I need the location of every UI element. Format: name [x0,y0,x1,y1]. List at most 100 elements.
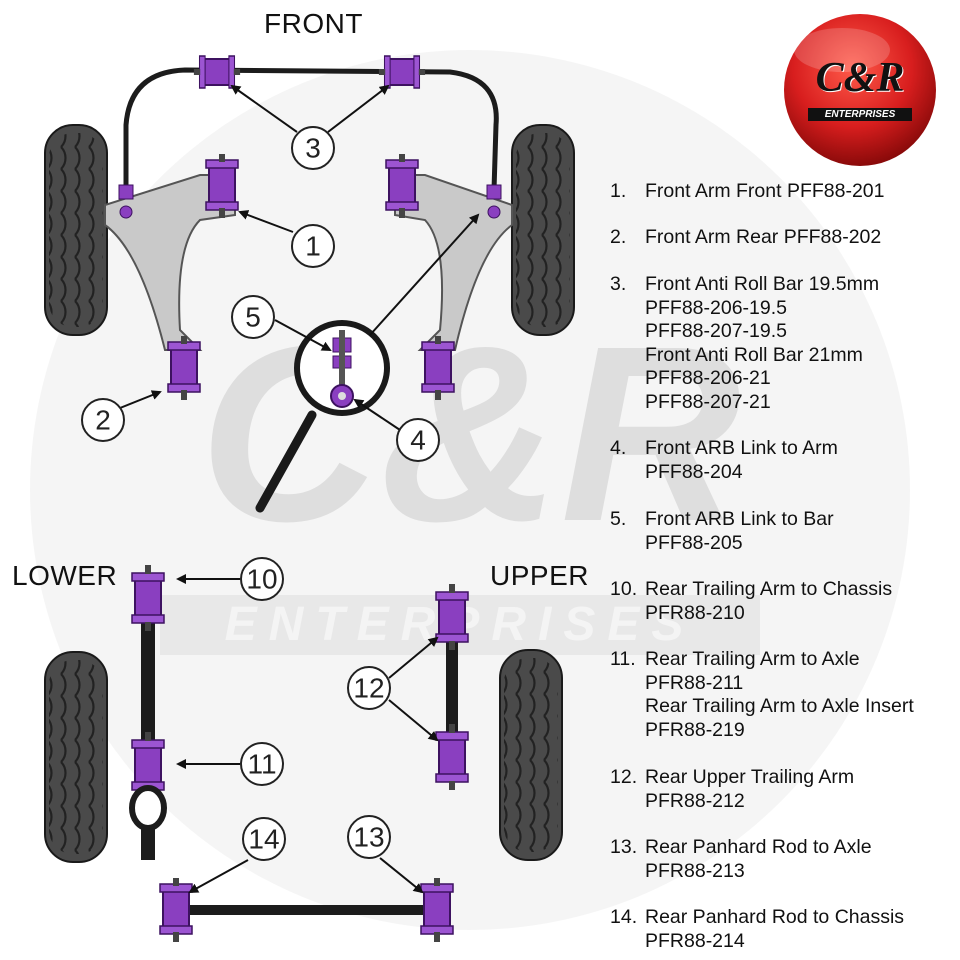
panhard-axle-bush [420,877,454,943]
callout-10: 10 [240,557,284,601]
legend-item-lines: Front Arm Front PFF88-201 [645,180,885,204]
front-assembly [44,55,575,513]
callout-3: 3 [291,126,335,170]
legend-item-number: 4. [610,437,627,459]
legend-item-line: Rear Panhard Rod to Chassis [645,906,905,928]
front-arm-rear-bush-left [167,335,201,401]
logo-mark: C&R [815,55,905,101]
legend-item-line: Front Anti Roll Bar 19.5mm [645,273,880,295]
legend-item-number: 11. [610,648,636,670]
legend-item-line: Front Arm Front PFF88-201 [645,180,885,202]
rear-lower-assembly [44,564,167,863]
legend-item-line: PFF88-206-19.5 [645,296,787,319]
legend-item-line: Rear Trailing Arm to Chassis [645,578,893,600]
callout-2: 2 [81,398,125,442]
svg-text:5: 5 [245,302,261,333]
front-left-tyre [44,124,108,336]
right-wishbone [394,174,513,351]
legend-item-line: PFR88-214 [645,929,745,952]
section-label-lower: LOWER [12,560,118,591]
legend-item-line: PFR88-210 [645,601,745,624]
arb-bush-right [377,55,427,89]
svg-text:1: 1 [305,231,321,262]
callout-4: 4 [396,418,440,462]
callouts: 3 1 5 2 4 10 12 11 14 13 [81,126,440,861]
upper-arm-bush-top [435,583,469,651]
rear-right-tyre [499,649,563,861]
rear-upper-assembly [435,583,563,861]
legend-item-line: PFR88-211 [645,671,744,694]
trailing-arm-chassis-bush [131,564,165,632]
arb-link-end-right [486,184,502,219]
svg-text:11: 11 [247,749,276,780]
front-arm-rear-bush-right [421,335,455,401]
upper-arm-bush-bottom [435,723,469,791]
legend-item-line: PFR88-219 [645,718,745,741]
legend-item-number: 3. [610,273,627,295]
legend-item-line: PFF88-206-21 [645,367,771,389]
legend-item-number: 12. [610,766,638,788]
legend-item-line: Rear Trailing Arm to Axle Insert [645,695,914,717]
callout-11: 11 [240,742,284,786]
legend-item-line: PFF88-204 [645,460,743,483]
anti-roll-bar [123,67,499,191]
svg-text:13: 13 [353,822,384,853]
front-arm-front-bush-right [385,153,419,219]
legend-item-number: 10. [610,578,638,600]
callout-5: 5 [231,295,275,339]
watermark: C&R ENTERPRISES [30,50,910,930]
arb-bush-left [192,55,242,89]
logo-tagline: ENTERPRISES [808,108,912,121]
svg-text:3: 3 [305,133,321,164]
callout-arrows [119,84,480,894]
legend-item-number: 13. [610,836,638,858]
section-label-front: FRONT [264,8,363,39]
legend-item-line: Rear Upper Trailing Arm [645,766,855,788]
callout-13: 13 [347,815,391,859]
legend-item-number: 2. [610,226,627,248]
legend-item-line: PFF88-205 [645,531,743,554]
legend-item-number: 14. [610,906,638,928]
callout-14: 14 [242,817,286,861]
panhard-rod [159,877,454,943]
callout-1: 1 [291,224,335,268]
trailing-arm-eye [129,785,167,831]
magnifier [255,320,390,513]
legend-item-line: Rear Trailing Arm to Axle [645,648,860,670]
logo-badge [784,14,936,166]
legend-item-line: Front ARB Link to Bar [645,508,834,530]
legend-item-line: PFR88-212 [645,789,745,812]
rear-left-tyre [44,651,108,863]
front-right-tyre [511,124,575,336]
panhard-chassis-bush [159,877,193,943]
legend-item-number: 5. [610,508,627,530]
legend-item-line: Front Anti Roll Bar 21mm [645,343,863,366]
legend-item-lines: Front Arm Rear PFF88-202 [645,226,881,250]
legend-item-number: 1. [610,180,627,202]
legend-item-line: Rear Panhard Rod to Axle [645,836,872,858]
callout-12: 12 [347,666,391,710]
svg-text:4: 4 [410,425,426,456]
svg-text:12: 12 [353,673,384,704]
legend-item-line: PFR88-213 [645,859,745,882]
arb-link-end-left [118,184,134,219]
svg-text:14: 14 [248,824,279,855]
left-wishbone [104,174,236,351]
svg-text:10: 10 [246,564,277,595]
legend-item-line: Front Arm Rear PFF88-202 [645,226,882,248]
front-arm-front-bush-left [205,153,239,219]
watermark-mark: C&R [199,294,741,573]
section-label-upper: UPPER [490,560,589,591]
svg-text:2: 2 [95,405,111,436]
legend-item-line: Front ARB Link to Arm [645,437,838,459]
legend-item-line: PFF88-207-21 [645,390,771,413]
